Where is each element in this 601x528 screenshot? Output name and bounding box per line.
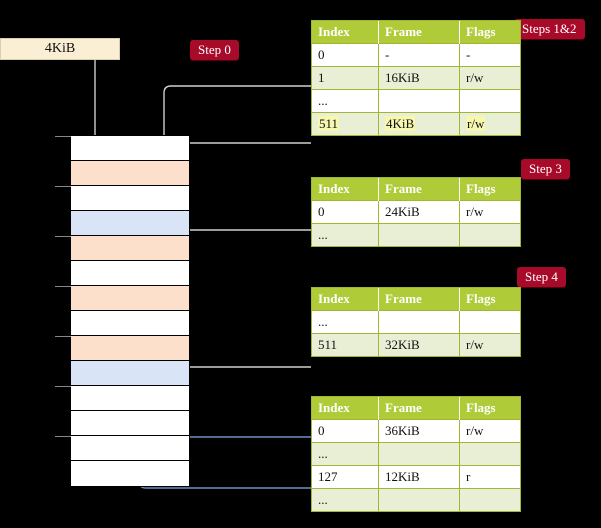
table-cell: r/w — [459, 333, 520, 356]
table-row: ... — [312, 310, 520, 334]
highlighted-value: 511 — [318, 116, 340, 131]
memory-frame-row — [55, 286, 189, 311]
table-cell: 24KiB — [378, 200, 460, 224]
table-row: ... — [312, 442, 520, 466]
table-cell: 36KiB — [378, 419, 460, 443]
column-header-index: Index — [312, 288, 379, 311]
badge-step-4: Step 4 — [517, 267, 566, 287]
table-cell — [459, 442, 520, 466]
column-header-flags: Flags — [459, 178, 520, 201]
memory-tick-mark — [55, 386, 71, 387]
table-cell: ... — [312, 310, 379, 334]
table-cell: r — [459, 465, 520, 489]
table-cell: ... — [312, 223, 379, 246]
table-cell: r/w — [459, 419, 520, 443]
table-row: ... — [312, 89, 520, 113]
highlighted-value: 4KiB — [385, 116, 416, 131]
table-cell: 32KiB — [378, 333, 460, 356]
memory-frame-row — [71, 411, 189, 436]
table-cell — [459, 488, 520, 511]
memory-tick-mark — [55, 336, 71, 337]
table-cell: 0 — [312, 419, 379, 443]
badge-step-3: Step 3 — [521, 159, 570, 179]
memory-frame-row — [71, 361, 189, 386]
column-header-frame: Frame — [378, 397, 460, 420]
column-header-index: Index — [312, 178, 379, 201]
table-cell: ... — [312, 488, 379, 511]
table-cell: 1 — [312, 66, 379, 90]
table-cell — [459, 310, 520, 334]
table-cell: 16KiB — [378, 66, 460, 90]
badge-steps-1-2: Steps 1&2 — [514, 19, 585, 39]
memory-frame-row — [55, 436, 189, 461]
column-header-flags: Flags — [459, 21, 520, 44]
table-cell — [459, 89, 520, 113]
table-cell — [459, 223, 520, 246]
column-header-frame: Frame — [378, 21, 460, 44]
table-row: 511 4KiB r/w — [312, 112, 520, 135]
table-row: ... — [312, 223, 520, 246]
table-cell — [378, 442, 460, 466]
memory-frame-row — [55, 136, 189, 161]
table-cell — [378, 310, 460, 334]
column-header-index: Index — [312, 21, 379, 44]
highlighted-value: r/w — [466, 116, 486, 131]
physical-memory-column — [55, 135, 190, 487]
source-frame-box: 4KiB — [0, 38, 120, 60]
memory-frame-row — [55, 336, 189, 361]
column-header-index: Index — [312, 397, 379, 420]
table-cell: r/w — [459, 200, 520, 224]
table-cell: 0 — [312, 200, 379, 224]
memory-tick-mark — [55, 286, 71, 287]
table-cell: ... — [312, 89, 379, 113]
column-header-flags: Flags — [459, 397, 520, 420]
memory-tick-mark — [55, 136, 71, 137]
table-cell: - — [378, 43, 460, 67]
memory-tick-mark — [55, 236, 71, 237]
table-cell: 511 — [312, 112, 379, 135]
column-header-flags: Flags — [459, 288, 520, 311]
memory-frame-row — [55, 236, 189, 261]
table-cell: 511 — [312, 333, 379, 356]
memory-tick-mark — [55, 186, 71, 187]
table-cell: r/w — [459, 112, 520, 135]
memory-frame-row — [71, 311, 189, 336]
table-row: ... — [312, 488, 520, 511]
table-cell — [378, 488, 460, 511]
badge-step-0: Step 0 — [190, 40, 239, 60]
memory-tick-mark — [55, 436, 71, 437]
table-cell: 4KiB — [378, 112, 460, 135]
table-cell — [378, 89, 460, 113]
column-header-frame: Frame — [378, 288, 460, 311]
memory-frame-row — [71, 261, 189, 286]
memory-frame-row — [55, 386, 189, 411]
memory-frame-row — [71, 161, 189, 186]
table-cell: 127 — [312, 465, 379, 489]
memory-frame-row — [71, 211, 189, 236]
table-cell: 12KiB — [378, 465, 460, 489]
table-cell: - — [459, 43, 520, 67]
source-frame-label: 4KiB — [44, 41, 76, 56]
column-header-frame: Frame — [378, 178, 460, 201]
memory-frame-row — [71, 461, 189, 486]
table-row: 0-- — [312, 43, 520, 67]
table-cell: r/w — [459, 66, 520, 90]
table-cell — [378, 223, 460, 246]
table-cell: ... — [312, 442, 379, 466]
table-cell: 0 — [312, 43, 379, 67]
memory-frame-row — [55, 186, 189, 211]
